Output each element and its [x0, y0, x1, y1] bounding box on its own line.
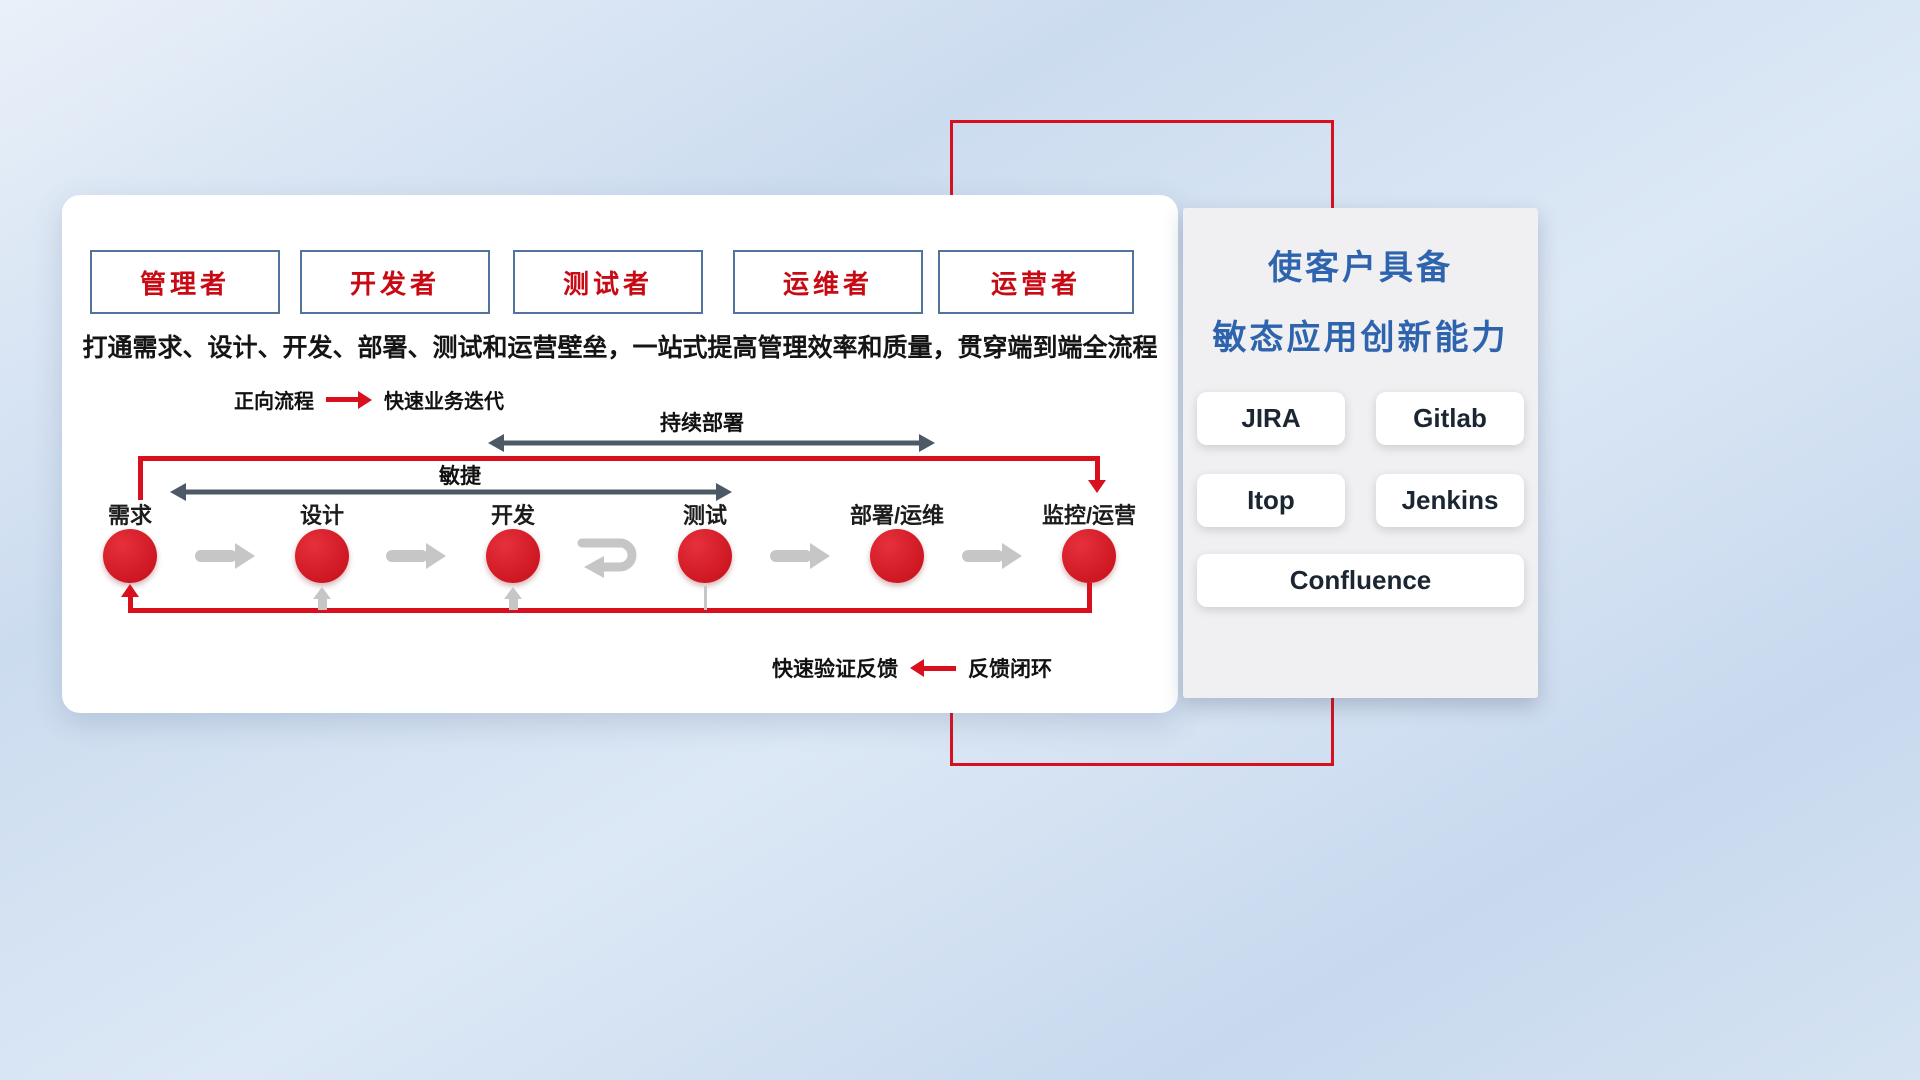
role-box-developer: 开发者	[300, 250, 490, 314]
role-label: 运营者	[990, 268, 1081, 299]
capability-panel: 使客户具备 敏态应用创新能力 JIRA Gitlab Itop Jenkins …	[1183, 208, 1538, 698]
role-box-manager: 管理者	[90, 250, 280, 314]
iteration-loop-icon	[577, 538, 637, 578]
feedback-up-arrow-icon	[504, 587, 522, 599]
tool-box-confluence: Confluence	[1197, 554, 1524, 607]
capability-title-line1: 使客户具备	[1268, 249, 1453, 287]
workflow-panel: 管理者 开发者 测试者 运维者 运营者 打通需求、设计、开发、部署、测试和运营壁…	[62, 195, 1178, 713]
feedback-legend-label: 反馈闭环	[968, 658, 1052, 681]
agile-label: 敏捷	[439, 465, 481, 488]
stage-node-development	[486, 529, 540, 583]
stage-label-requirements: 需求	[107, 503, 152, 528]
role-label: 开发者	[349, 268, 440, 299]
forward-loop-line-top	[138, 456, 1100, 461]
continuous-deploy-label: 持续部署	[660, 412, 744, 435]
role-box-tester: 测试者	[513, 250, 703, 314]
feedback-loop-arrowhead-icon	[121, 584, 139, 597]
stage-node-monitor-operate	[1062, 529, 1116, 583]
tool-box-itop: Itop	[1197, 474, 1345, 527]
stage-label-deploy-ops: 部署/运维	[849, 503, 945, 528]
flow-arrow-icon	[962, 543, 1024, 569]
feedback-legend-value: 快速验证反馈	[772, 658, 898, 681]
tool-box-gitlab: Gitlab	[1376, 392, 1524, 445]
stage-node-design	[295, 529, 349, 583]
feedback-legend: 快速验证反馈 反馈闭环	[772, 653, 1052, 683]
role-box-ops: 运维者	[733, 250, 923, 314]
flow-arrow-icon	[770, 543, 832, 569]
agile-arrow-icon	[170, 483, 732, 501]
role-box-operator: 运营者	[938, 250, 1134, 314]
capability-title-line2: 敏态应用创新能力	[1212, 319, 1509, 357]
feedback-loop-line-left	[128, 597, 133, 610]
stage-label-development: 开发	[490, 503, 535, 528]
feedback-loop-line-bottom	[128, 608, 1092, 613]
forward-loop-line-left	[138, 456, 143, 500]
testing-feedback-connector	[704, 586, 707, 610]
tool-box-jenkins: Jenkins	[1376, 474, 1524, 527]
stage-label-design: 设计	[299, 503, 344, 528]
role-label: 运维者	[782, 268, 873, 299]
feedback-up-arrow-stem	[509, 598, 518, 610]
continuous-deploy-arrow-icon	[488, 434, 935, 452]
stage-label-testing: 测试	[682, 503, 727, 528]
role-label: 测试者	[562, 268, 653, 299]
panel-description: 打通需求、设计、开发、部署、测试和运营壁垒，一站式提高管理效率和质量，贯穿端到端…	[82, 334, 1158, 362]
stage-node-requirements	[103, 529, 157, 583]
forward-loop-line-right	[1095, 456, 1100, 480]
stage-node-testing	[678, 529, 732, 583]
feedback-up-arrow-stem	[318, 598, 327, 610]
role-label: 管理者	[139, 268, 230, 299]
forward-loop-arrowhead-icon	[1088, 480, 1106, 493]
forward-legend-label: 正向流程	[234, 391, 314, 413]
flow-arrow-icon	[195, 543, 257, 569]
flow-arrow-icon	[386, 543, 448, 569]
feedback-up-arrow-icon	[313, 587, 331, 599]
forward-arrow-icon	[326, 390, 372, 409]
forward-legend: 正向流程 快速业务迭代	[234, 385, 504, 414]
tool-box-jira: JIRA	[1197, 392, 1345, 445]
feedback-arrow-icon	[910, 659, 956, 677]
stage-node-deploy-ops	[870, 529, 924, 583]
feedback-loop-line-right	[1087, 583, 1092, 610]
forward-legend-value: 快速业务迭代	[384, 391, 504, 413]
stage-label-monitor-operate: 监控/运营	[1041, 503, 1137, 528]
